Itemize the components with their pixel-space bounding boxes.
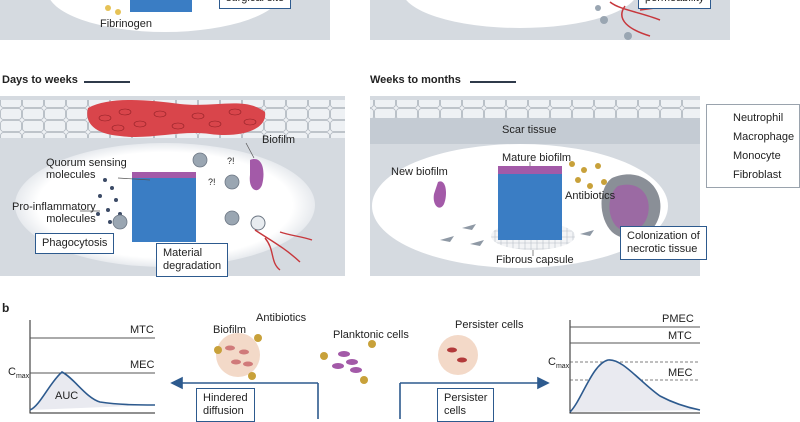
right-mec-label: MEC <box>668 367 693 379</box>
antibiotics-b-label: Antibiotics <box>256 312 307 324</box>
quorum-sensing-label: Quorum sensing molecules <box>46 157 127 181</box>
biofilm-label: Biofilm <box>262 134 296 146</box>
question-mark-1: ?! <box>227 156 235 166</box>
legend-label: Neutrophil <box>733 112 784 124</box>
mature-biofilm-label: Mature biofilm <box>502 152 572 164</box>
heading-rule <box>470 81 516 83</box>
persister-illustration <box>438 335 478 375</box>
heading-weeks-to-months: Weeks to months <box>370 74 461 86</box>
pmec-label: PMEC <box>662 313 694 325</box>
heading-days-to-weeks: Days to weeks <box>2 74 78 86</box>
biofilm-b-label: Biofilm <box>213 324 247 336</box>
legend-label: Fibroblast <box>733 169 782 181</box>
hindered-diffusion-box: Hindered diffusion <box>196 388 255 422</box>
persister-cells-box: Persister cells <box>437 388 495 422</box>
fibrinogen-label: Fibrinogen <box>100 18 152 30</box>
scar-tissue-label: Scar tissue <box>502 124 557 136</box>
surgical-site-box: surgical site <box>219 0 292 9</box>
permeability-box: permeability <box>638 0 712 9</box>
heading-rule <box>84 81 130 83</box>
blood-clot <box>87 100 266 137</box>
left-pk-chart <box>29 320 156 414</box>
auc-label: AUC <box>55 390 79 402</box>
left-mtc-label: MTC <box>130 324 154 336</box>
planktonic-illustration <box>320 340 376 384</box>
cell-legend: Neutrophil Macrophage Monocyte Fibroblas… <box>706 104 800 188</box>
left-mec-label: MEC <box>130 359 155 371</box>
biofilm-illustration <box>214 333 262 380</box>
phagocytosis-box: Phagocytosis <box>35 233 115 254</box>
fibrous-capsule-label: Fibrous capsule <box>496 254 574 266</box>
right-cmax-label: Cmax <box>548 356 570 371</box>
antibiotics-label-a: Antibiotics <box>565 190 616 202</box>
question-mark-2: ?! <box>208 177 216 187</box>
material-degradation-box: Material degradation <box>156 243 229 277</box>
implant <box>132 172 196 242</box>
pro-inflammatory-label: Pro-inflammatory molecules <box>12 201 96 225</box>
planktonic-cells-label: Planktonic cells <box>333 329 409 341</box>
right-panel-graphic <box>370 96 700 276</box>
colonization-box: Colonization of necrotic tissue <box>620 226 707 260</box>
left-cmax-label: Cmax <box>8 366 30 381</box>
legend-label: Monocyte <box>733 150 781 162</box>
persister-cells-label: Persister cells <box>455 319 524 331</box>
legend-label: Macrophage <box>733 131 795 143</box>
right-pk-chart <box>569 320 701 414</box>
implant-mature <box>498 170 562 240</box>
new-biofilm-label: New biofilm <box>391 166 448 178</box>
flow-arrows <box>170 376 550 419</box>
panel-b-letter: b <box>2 301 10 315</box>
right-mtc-label: MTC <box>668 330 692 342</box>
